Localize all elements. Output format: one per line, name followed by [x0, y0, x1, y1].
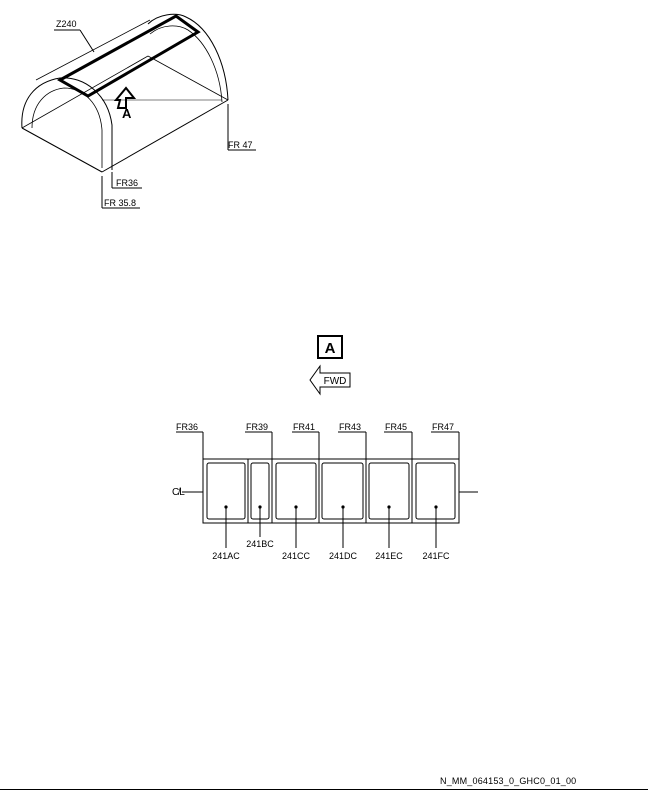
fastener-dot-241bc: [258, 505, 262, 509]
fastener-dot-241cc: [294, 505, 298, 509]
iso-floor-front: [101, 99, 229, 173]
view-a-box-label: A: [325, 340, 336, 357]
fwd-label: FWD: [324, 376, 347, 387]
panel-label-241fc: 241FC: [422, 551, 450, 561]
iso-view-arrow: [113, 86, 137, 109]
panel-label-241ac: 241AC: [212, 551, 240, 561]
iso-panel-strip: [56, 14, 201, 98]
fastener-dot-241ac: [224, 505, 228, 509]
iso-fuselage-view: [21, 13, 256, 209]
centerline-symbol: C̸L: [172, 486, 185, 498]
panel-label-241dc: 241DC: [329, 551, 358, 561]
frame-label-fr43: FR43: [339, 422, 361, 432]
iso-floor-back: [21, 55, 149, 129]
iso-front-arch-inner: [31, 87, 103, 168]
frame-label-fr39: FR39: [246, 422, 268, 432]
bottom-rule: [0, 789, 648, 790]
frame-label-fr47: FR47: [432, 422, 454, 432]
iso-floor-right: [147, 55, 229, 101]
panel-label-241cc: 241CC: [282, 551, 311, 561]
frame-label-fr36: FR36: [176, 422, 198, 432]
fastener-dot-241ec: [387, 505, 391, 509]
zone-label: Z240: [56, 19, 77, 29]
iso-frame-label-fr358: FR 35.8: [104, 198, 136, 208]
z240-leader: [79, 29, 95, 53]
panel-array: [176, 431, 478, 548]
panel-label-241bc: 241BC: [246, 539, 274, 549]
view-a-box: [317, 335, 343, 359]
iso-frame-label-fr47: FR 47: [228, 140, 253, 150]
iso-rear-arch: [147, 13, 229, 101]
iso-front-arch: [21, 77, 113, 170]
fwd-arrow-icon: [309, 364, 351, 396]
iso-view-label: A: [122, 106, 132, 121]
panel-label-241ec: 241EC: [375, 551, 403, 561]
panel-fastener-dots: [224, 505, 438, 509]
figure-reference: N_MM_064153_0_GHC0_01_00: [440, 776, 577, 786]
panel-array-outline: [202, 458, 460, 524]
iso-frame-label-fr36: FR36: [116, 178, 138, 188]
frame-label-fr45: FR45: [385, 422, 407, 432]
frame-label-fr41: FR41: [293, 422, 315, 432]
iso-floor-left: [21, 127, 103, 173]
iso-rear-arch-inner: [149, 25, 223, 103]
fastener-dot-241dc: [341, 505, 345, 509]
fastener-dot-241fc: [434, 505, 438, 509]
